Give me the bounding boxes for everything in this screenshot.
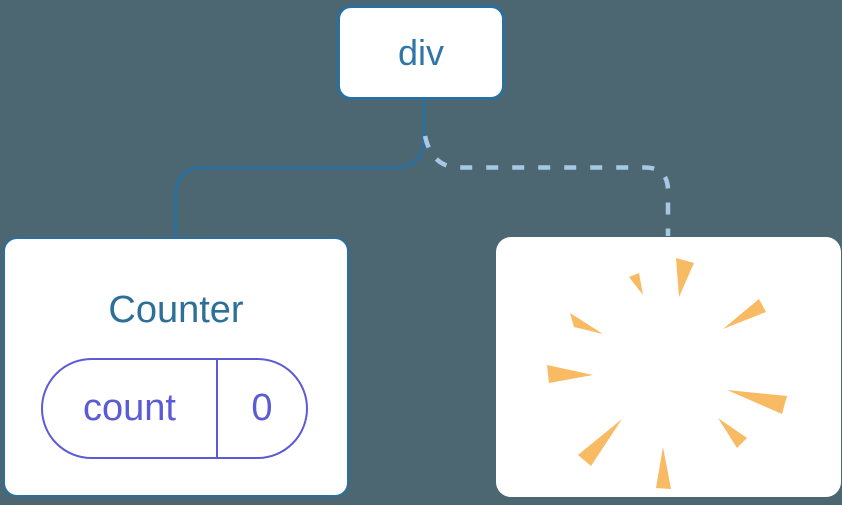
removed-component-card: [496, 237, 841, 497]
dashed-edge-root-to-removed: [422, 135, 671, 236]
counter-component-card: Counter count 0: [3, 237, 349, 497]
state-value: 0: [216, 360, 306, 457]
counter-title: Counter: [108, 289, 244, 331]
state-pill: count 0: [41, 358, 308, 459]
solid-edge-root-to-counter: [174, 99, 426, 238]
root-node-label: div: [397, 31, 445, 73]
poof-icon: [547, 258, 787, 489]
state-key-label: count: [83, 387, 176, 429]
root-node-div: div: [337, 5, 505, 100]
poof-rays: [547, 258, 787, 489]
